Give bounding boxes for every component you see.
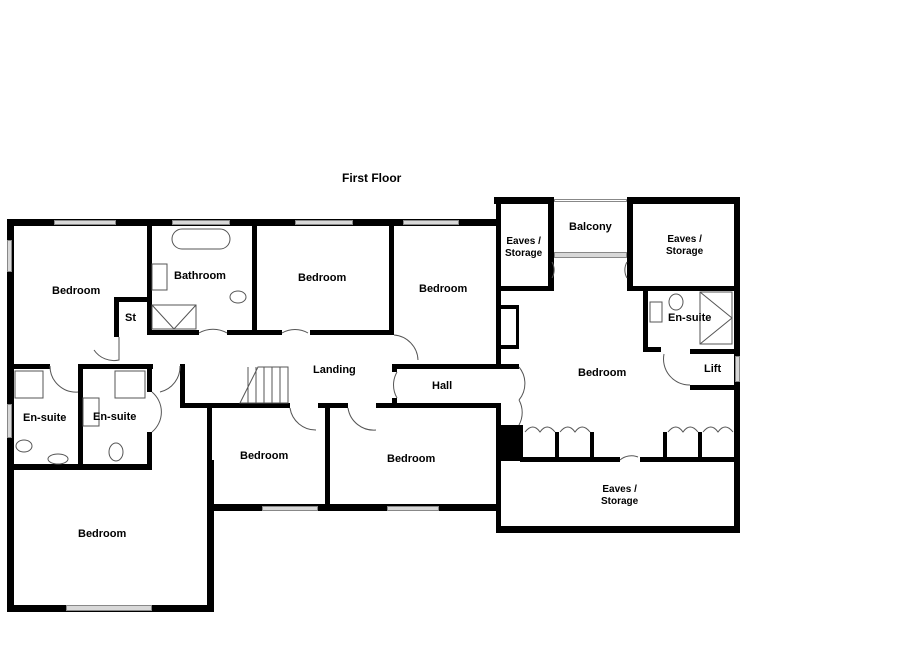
window xyxy=(54,220,116,225)
wall xyxy=(690,385,738,390)
wall xyxy=(520,457,620,462)
wall xyxy=(147,330,199,335)
wall xyxy=(227,330,257,335)
room-label-eaves-storage: Eaves / Storage xyxy=(601,484,639,507)
room-label-bedroom: Bedroom xyxy=(240,450,289,462)
wall xyxy=(7,364,50,369)
room-label-bedroom: Bedroom xyxy=(419,283,468,295)
window xyxy=(262,506,318,511)
room-label-bedroom: Bedroom xyxy=(298,272,347,284)
wall xyxy=(698,432,702,460)
wall xyxy=(389,219,394,335)
wall xyxy=(548,197,554,291)
wall xyxy=(643,347,661,352)
wall xyxy=(207,403,212,463)
wall xyxy=(318,403,348,408)
wall xyxy=(496,526,740,533)
wall xyxy=(496,460,501,532)
wall xyxy=(207,460,214,612)
room-label-bathroom: Bathroom xyxy=(174,270,226,282)
room-label-ensuite: En-suite xyxy=(23,412,67,424)
wall xyxy=(392,364,397,372)
wall xyxy=(180,364,185,408)
wall xyxy=(310,330,394,335)
wall xyxy=(590,432,594,460)
wall xyxy=(555,432,559,460)
wall xyxy=(496,197,501,367)
wall xyxy=(663,432,667,460)
room-label-eaves-storage: Eaves / Storage xyxy=(505,236,543,259)
wall xyxy=(640,457,740,462)
room-label-hall: Hall xyxy=(432,380,453,392)
room-label-landing: Landing xyxy=(313,364,356,376)
wall xyxy=(376,403,500,408)
window xyxy=(554,199,627,202)
wall xyxy=(78,364,153,369)
wall xyxy=(147,364,152,392)
wall xyxy=(494,197,554,204)
window xyxy=(66,605,152,611)
window xyxy=(554,252,627,258)
room-label-lift: Lift xyxy=(704,363,722,375)
room-label-eaves-storage: Eaves / Storage xyxy=(666,234,704,257)
floor-title: First Floor xyxy=(342,171,402,185)
room-label-ensuite: En-suite xyxy=(668,312,712,324)
window xyxy=(403,220,459,225)
window xyxy=(387,506,439,511)
wall xyxy=(147,432,152,470)
wall xyxy=(496,286,554,291)
wall xyxy=(500,345,518,349)
wall xyxy=(627,197,740,204)
wall xyxy=(643,286,648,352)
room-label-bedroom: Bedroom xyxy=(387,453,436,465)
wall xyxy=(392,364,519,369)
room-label-balcony: Balcony xyxy=(569,221,612,233)
wall xyxy=(252,330,282,335)
wall xyxy=(180,403,290,408)
room-label-bedroom: Bedroom xyxy=(52,285,101,297)
wall xyxy=(516,305,519,349)
room-label-store: St xyxy=(125,312,136,324)
wall xyxy=(627,286,740,291)
wall xyxy=(114,297,119,337)
wall xyxy=(325,403,330,508)
window xyxy=(735,356,740,382)
window xyxy=(7,240,12,272)
window xyxy=(7,404,12,438)
wall xyxy=(690,349,738,354)
wall xyxy=(114,297,152,302)
wall xyxy=(252,219,257,333)
wall xyxy=(392,398,397,408)
wall xyxy=(500,305,518,309)
wall xyxy=(207,504,500,511)
wall xyxy=(78,364,83,470)
window xyxy=(172,220,230,225)
room-label-ensuite: En-suite xyxy=(93,411,137,423)
wall xyxy=(496,425,523,461)
room-label-bedroom: Bedroom xyxy=(578,367,627,379)
window xyxy=(295,220,353,225)
wall xyxy=(7,464,152,470)
wall xyxy=(627,197,633,291)
wall xyxy=(147,219,152,331)
room-label-bedroom: Bedroom xyxy=(78,528,127,540)
